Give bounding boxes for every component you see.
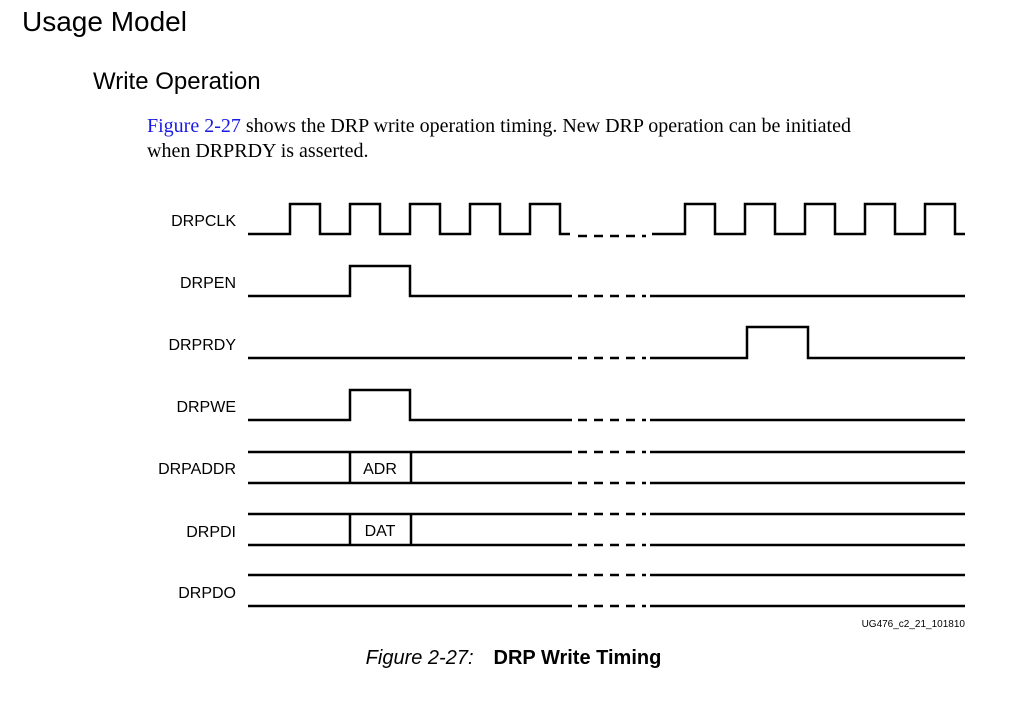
drpen-waveform-left	[248, 264, 572, 298]
figure-caption: Figure 2-27: DRP Write Timing	[0, 647, 1027, 670]
drpdi-value: DAT	[365, 523, 396, 540]
drpclk-waveform-right	[652, 202, 965, 236]
paragraph-line1: shows the DRP write operation timing. Ne…	[240, 115, 851, 137]
signal-label-drpen: DRPEN	[180, 275, 236, 292]
paragraph-line2: when DRPRDY is asserted.	[147, 140, 369, 162]
caption-title: DRP Write Timing	[493, 647, 662, 669]
signal-label-drpaddr: DRPADDR	[158, 461, 236, 478]
figure-link[interactable]: Figure 2-27	[147, 115, 241, 137]
signal-label-drpdo: DRPDO	[178, 585, 236, 602]
section-title: Usage Model	[22, 6, 187, 37]
drpclk-waveform-left	[248, 202, 570, 236]
signal-label-drpdi: DRPDI	[186, 524, 236, 541]
drpwe-waveform-left	[248, 388, 572, 422]
signal-label-drprdy: DRPRDY	[168, 337, 236, 354]
drpaddr-value: ADR	[363, 461, 397, 478]
signal-label-drpwe: DRPWE	[176, 399, 236, 416]
body-paragraph: Figure 2-27 shows the DRP write operatio…	[147, 114, 987, 164]
caption-label: Figure 2-27:	[365, 647, 474, 669]
drprdy-waveform-right	[650, 325, 965, 360]
signal-label-drpclk: DRPCLK	[171, 213, 236, 230]
figure-id: UG476_c2_21_101810	[862, 619, 966, 630]
subsection-title: Write Operation	[93, 68, 261, 95]
